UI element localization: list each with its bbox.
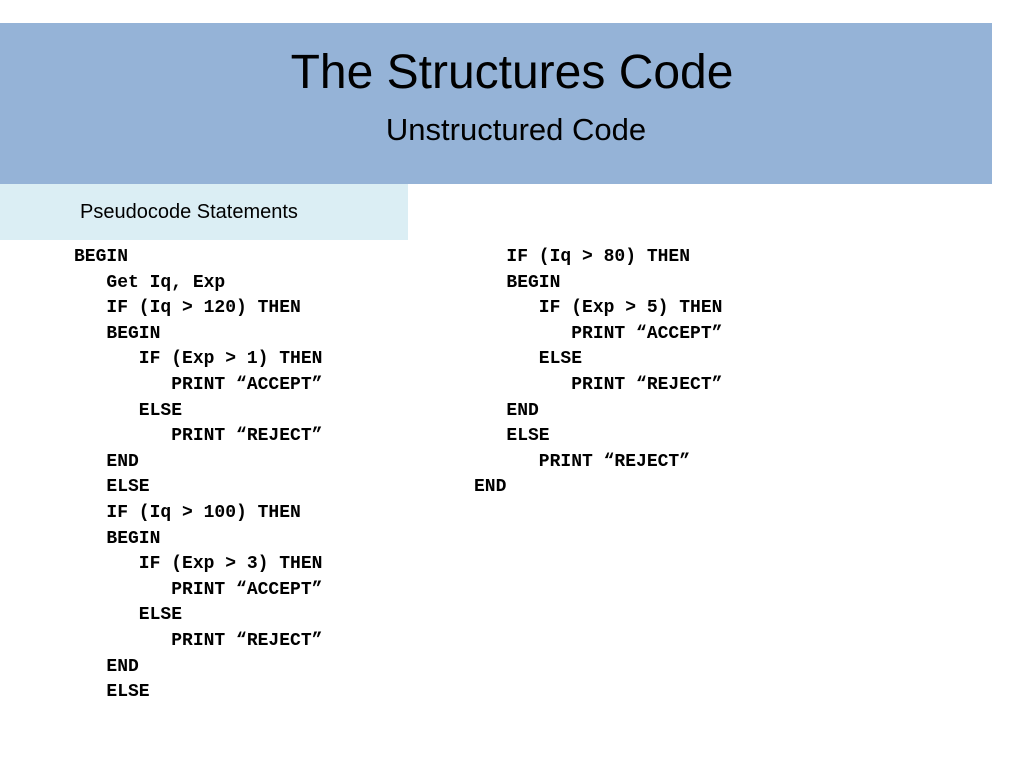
code-line: BEGIN bbox=[74, 247, 129, 267]
code-line: IF (Exp > 1) THEN bbox=[74, 349, 323, 370]
section-tab bbox=[0, 184, 408, 240]
code-line: IF (Exp > 3) THEN bbox=[74, 554, 323, 575]
code-line: END bbox=[474, 400, 539, 421]
code-line: BEGIN bbox=[474, 272, 561, 293]
code-line: IF (Iq > 80) THEN bbox=[474, 247, 691, 267]
code-column-right: IF (Iq > 80) THEN BEGIN IF (Exp > 5) THE… bbox=[474, 245, 722, 501]
code-line: ELSE bbox=[74, 605, 183, 626]
code-line: Get Iq, Exp bbox=[74, 272, 226, 293]
code-line: ELSE bbox=[474, 349, 583, 370]
code-line: PRINT “REJECT” bbox=[74, 630, 323, 651]
code-line: PRINT “REJECT” bbox=[74, 426, 323, 447]
code-line: IF (Exp > 5) THEN bbox=[474, 298, 723, 319]
code-line: BEGIN bbox=[74, 323, 161, 344]
slide-subtitle: Unstructured Code bbox=[385, 112, 647, 147]
code-line: PRINT “ACCEPT” bbox=[474, 323, 723, 344]
code-line: ELSE bbox=[74, 682, 150, 703]
code-line: PRINT “ACCEPT” bbox=[74, 374, 323, 395]
code-line: PRINT “ACCEPT” bbox=[74, 579, 323, 600]
code-line: END bbox=[74, 451, 139, 472]
code-line: IF (Iq > 100) THEN bbox=[74, 502, 301, 523]
code-line: BEGIN bbox=[74, 528, 161, 549]
title-banner bbox=[0, 23, 992, 184]
code-line: ELSE bbox=[474, 426, 550, 447]
section-label: Pseudocode Statements bbox=[80, 201, 298, 223]
code-line: PRINT “REJECT” bbox=[474, 451, 691, 472]
code-line: ELSE bbox=[74, 477, 150, 498]
code-column-left: BEGIN Get Iq, Exp IF (Iq > 120) THEN BEG… bbox=[74, 245, 322, 706]
code-line: IF (Iq > 120) THEN bbox=[74, 298, 301, 319]
code-line: PRINT “REJECT” bbox=[474, 374, 723, 395]
code-line: END bbox=[74, 656, 139, 677]
code-line: ELSE bbox=[74, 400, 183, 421]
slide-title: The Structures Code bbox=[290, 46, 734, 99]
code-line: END bbox=[474, 477, 507, 498]
